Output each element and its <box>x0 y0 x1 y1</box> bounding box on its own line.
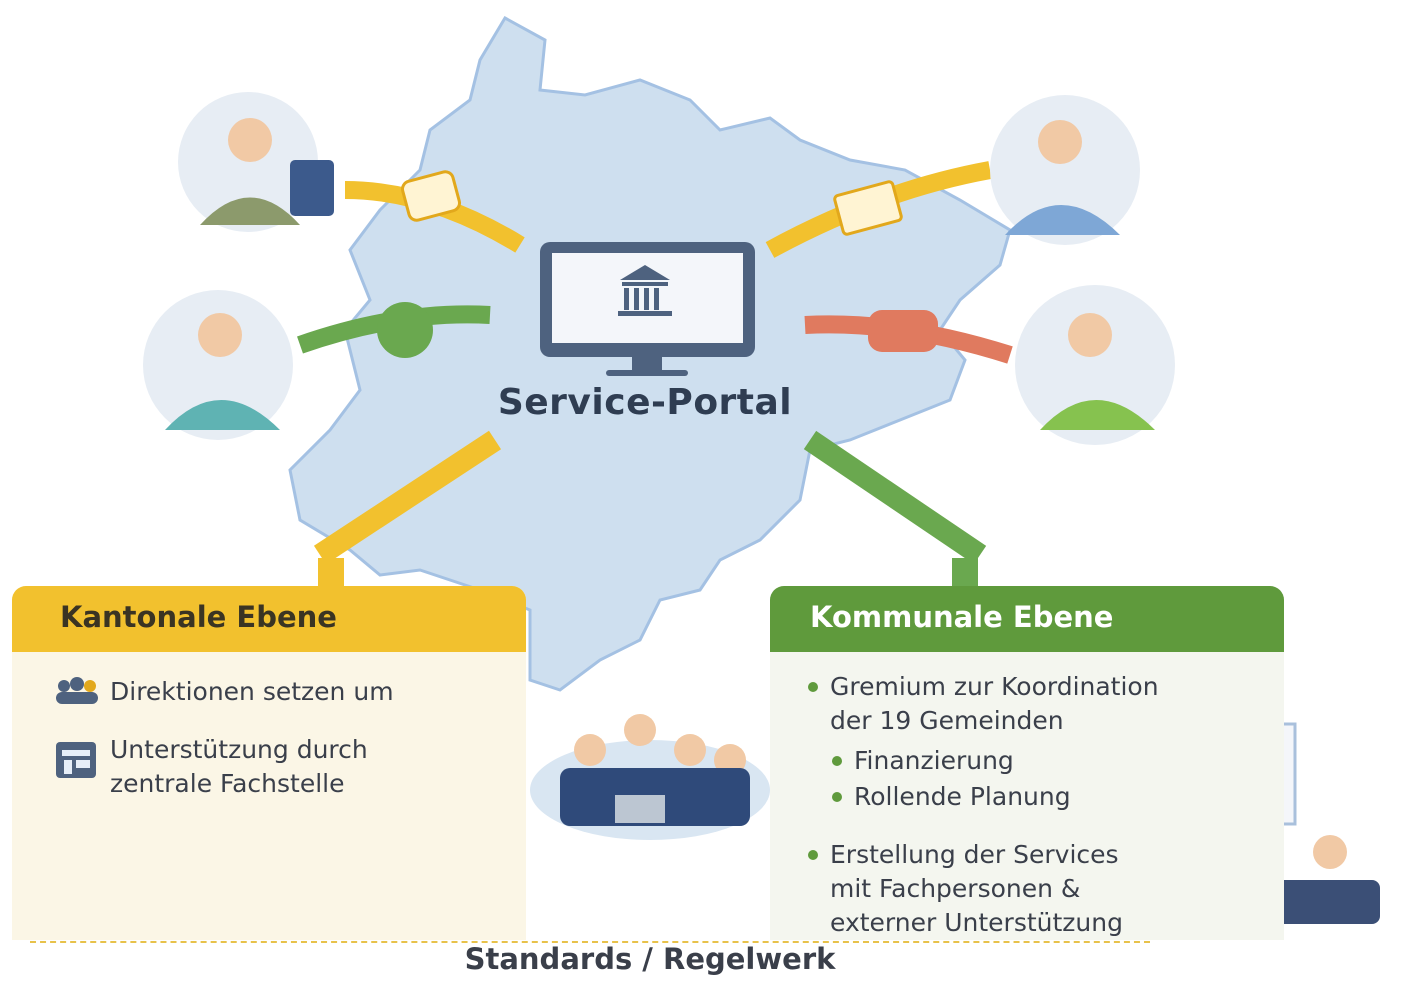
kommunal-sub-item-1: Finanzierung <box>832 744 1014 778</box>
portal-label: Service-Portal <box>497 382 793 423</box>
kommunal-item-1-line2: der 19 Gemeinden <box>830 706 1064 735</box>
kantonal-item-2-line2: zentrale Fachstelle <box>110 769 345 798</box>
kantonal-item-1: Direktionen setzen um <box>110 677 394 706</box>
kantonal-title: Kantonale Ebene <box>60 600 337 634</box>
kantonal-panel: Kantonale Ebene <box>12 586 526 940</box>
kommunal-title: Kommunale Ebene <box>810 600 1114 634</box>
phone-call-icon <box>377 302 433 358</box>
arrow-kantonal <box>313 430 502 565</box>
chat-bubble-icon <box>868 310 938 352</box>
office-building-icon <box>54 740 98 789</box>
kommunal-item-3-line3: externer Unterstützung <box>830 908 1123 937</box>
standards-label: Standards / Regelwerk <box>464 942 836 976</box>
person-woman-green-shirt <box>1015 285 1175 445</box>
kommunal-item-3-line2: mit Fachpersonen & <box>830 874 1081 903</box>
portal-monitor <box>540 242 755 376</box>
kantonal-item-2-line1: Unterstützung durch <box>110 735 368 764</box>
chat-message-icon <box>401 170 461 222</box>
arrow-kommunal <box>803 430 987 565</box>
person-man-teal-shirt <box>143 290 293 440</box>
standards-divider <box>30 941 1150 943</box>
kommunal-panel: Kommunale Ebene <box>770 586 1284 940</box>
people-group-icon <box>54 676 100 715</box>
person-man-blue-shirt <box>990 95 1140 245</box>
connector-kantonal <box>318 558 344 588</box>
team-meeting-illustration <box>530 714 770 840</box>
kommunal-item-3-line1: Erstellung der Services <box>808 838 1119 872</box>
connector-kommunal <box>952 558 978 588</box>
kommunal-sub-item-2: Rollende Planung <box>832 780 1071 814</box>
person-woman-tablet <box>178 92 334 232</box>
envelope-icon <box>833 180 903 236</box>
kommunal-header: Kommunale Ebene <box>770 586 1284 652</box>
kantonal-header: Kantonale Ebene <box>12 586 526 652</box>
kommunal-item-1-line1: Gremium zur Koordination <box>808 670 1159 704</box>
